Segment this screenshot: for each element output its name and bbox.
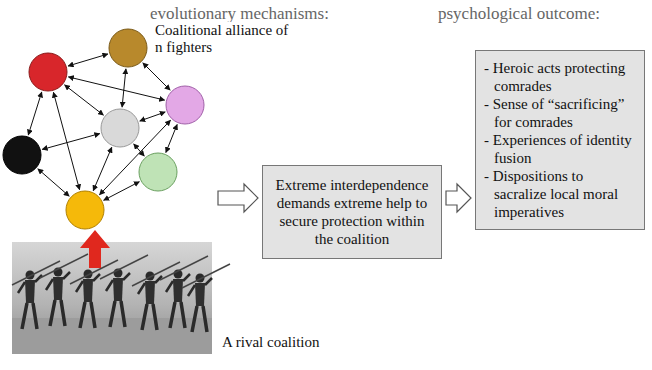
figure-body bbox=[113, 278, 123, 301]
alliance-arrow bbox=[143, 63, 170, 90]
outcome-box: - Heroic acts protecting comrades- Sense… bbox=[475, 50, 645, 230]
red-arrow bbox=[80, 230, 110, 268]
hollow-arrow bbox=[218, 184, 258, 212]
figure-arms bbox=[106, 273, 130, 291]
figure-body bbox=[53, 277, 63, 300]
alliance-arrow bbox=[38, 169, 69, 196]
figure-legs bbox=[50, 300, 65, 326]
alliance-arrow bbox=[166, 124, 177, 152]
box-text: - Experiences of identity fusion bbox=[484, 131, 638, 167]
figure-legs bbox=[142, 304, 157, 330]
caption-label: Coalitional alliance of n fighters bbox=[155, 22, 295, 57]
fighter-circle bbox=[166, 86, 204, 124]
label-text: Coalitional alliance of n fighters bbox=[155, 22, 288, 55]
column-heading: psychological outcome: bbox=[438, 4, 650, 24]
heading-text: evolutionary mechanisms: bbox=[150, 4, 329, 23]
spear bbox=[40, 254, 88, 278]
alliance-arrow bbox=[28, 92, 41, 135]
alliance-arrow bbox=[68, 77, 164, 100]
fighter-circle bbox=[139, 153, 177, 191]
caption-label: A rival coalition bbox=[222, 334, 392, 351]
figure-legs bbox=[22, 303, 37, 329]
column-heading: evolutionary mechanisms: bbox=[150, 4, 350, 24]
figure-body bbox=[195, 283, 205, 306]
figure-body bbox=[25, 280, 35, 303]
photo-ground bbox=[12, 242, 212, 354]
fighter-circle bbox=[109, 29, 147, 67]
fighter-circle bbox=[29, 53, 67, 91]
label-text: A rival coalition bbox=[222, 334, 319, 350]
figure-legs bbox=[192, 306, 207, 332]
alliance-arrow bbox=[65, 85, 104, 115]
figure-body bbox=[83, 279, 93, 302]
alliance-network bbox=[3, 29, 204, 229]
box-text: - Dispositions to sacralize local moral … bbox=[484, 167, 638, 221]
fighter-circle bbox=[3, 136, 41, 174]
alliance-arrow bbox=[42, 134, 100, 150]
figure-arms bbox=[18, 275, 42, 293]
alliance-arrow bbox=[68, 54, 108, 66]
figure-legs bbox=[110, 301, 125, 327]
figure-arms bbox=[188, 278, 212, 296]
figure-body bbox=[145, 281, 155, 304]
spear bbox=[182, 264, 230, 288]
fighter-circle bbox=[101, 109, 139, 147]
figure-arms bbox=[76, 274, 100, 292]
mechanism-box: Extreme interdependence demands extreme … bbox=[262, 165, 442, 259]
fighter-circle bbox=[66, 191, 104, 229]
figure-arms bbox=[138, 276, 162, 294]
figure-arms bbox=[166, 274, 190, 292]
alliance-arrow bbox=[53, 92, 79, 189]
alliance-arrow bbox=[122, 69, 126, 107]
box-text: - Heroic acts protecting comrades bbox=[484, 59, 638, 95]
warrior-figures bbox=[12, 254, 230, 332]
alliance-arrow bbox=[140, 112, 165, 121]
figure-legs bbox=[170, 302, 185, 328]
box-text: - Sense of “sacrificing” for comrades bbox=[484, 95, 638, 131]
spear bbox=[100, 255, 148, 279]
figure-arms bbox=[46, 272, 70, 290]
figure-body bbox=[173, 279, 183, 302]
alliance-arrow bbox=[104, 182, 140, 201]
hollow-arrow-connector bbox=[446, 184, 471, 212]
box-text: Extreme interdependence demands extreme … bbox=[271, 176, 433, 248]
heading-text: psychological outcome: bbox=[438, 4, 600, 23]
figure-legs bbox=[80, 302, 95, 328]
